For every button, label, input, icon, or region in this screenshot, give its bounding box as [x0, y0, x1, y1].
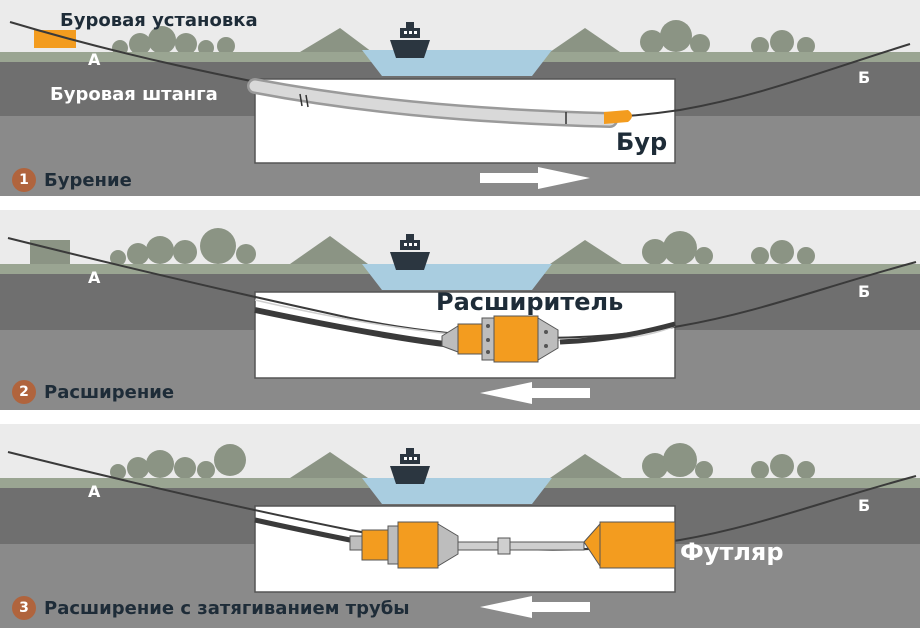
- step-label: Бурение: [44, 169, 132, 191]
- arrow-icon: [480, 382, 590, 404]
- rod-label: Буровая штанга: [50, 84, 218, 105]
- step-3: 3 Расширение с затягиванием трубы: [12, 596, 410, 620]
- step-number: 2: [12, 380, 36, 404]
- reamer-label: Расширитель: [436, 288, 624, 316]
- river: [362, 50, 552, 76]
- point-b-label: Б: [858, 282, 871, 301]
- step-number: 1: [12, 168, 36, 192]
- reamer: [441, 315, 559, 363]
- panel-pullback: [0, 424, 920, 628]
- rig-label: Буровая установка: [60, 10, 258, 31]
- point-a-label: А: [88, 482, 101, 501]
- casing-label: Футляр: [680, 538, 784, 566]
- river: [362, 264, 552, 290]
- reamer: [349, 521, 459, 569]
- step-label: Расширение: [44, 381, 175, 403]
- point-b-label: Б: [858, 496, 871, 515]
- hills: [110, 443, 815, 480]
- step-2: 2 Расширение: [12, 380, 174, 404]
- arrow-icon: [480, 596, 590, 618]
- point-a-label: А: [88, 50, 101, 69]
- step-number: 3: [12, 596, 36, 620]
- point-b-label: Б: [858, 68, 871, 87]
- point-a-label: А: [88, 268, 101, 287]
- step-1: 1 Бурение: [12, 168, 132, 192]
- drill-rig-icon: [34, 30, 76, 48]
- arrow-icon: [480, 167, 590, 189]
- bit-label: Бур: [616, 128, 668, 156]
- step-label: Расширение с затягиванием трубы: [44, 597, 410, 619]
- drill-rod: [249, 80, 616, 126]
- drill-bit: [604, 110, 632, 124]
- casing-pipe: [583, 521, 676, 569]
- river: [362, 478, 552, 504]
- panel-drilling: [0, 0, 920, 196]
- hills: [30, 228, 815, 266]
- swivel: [457, 537, 585, 555]
- panel-reaming: [0, 210, 920, 410]
